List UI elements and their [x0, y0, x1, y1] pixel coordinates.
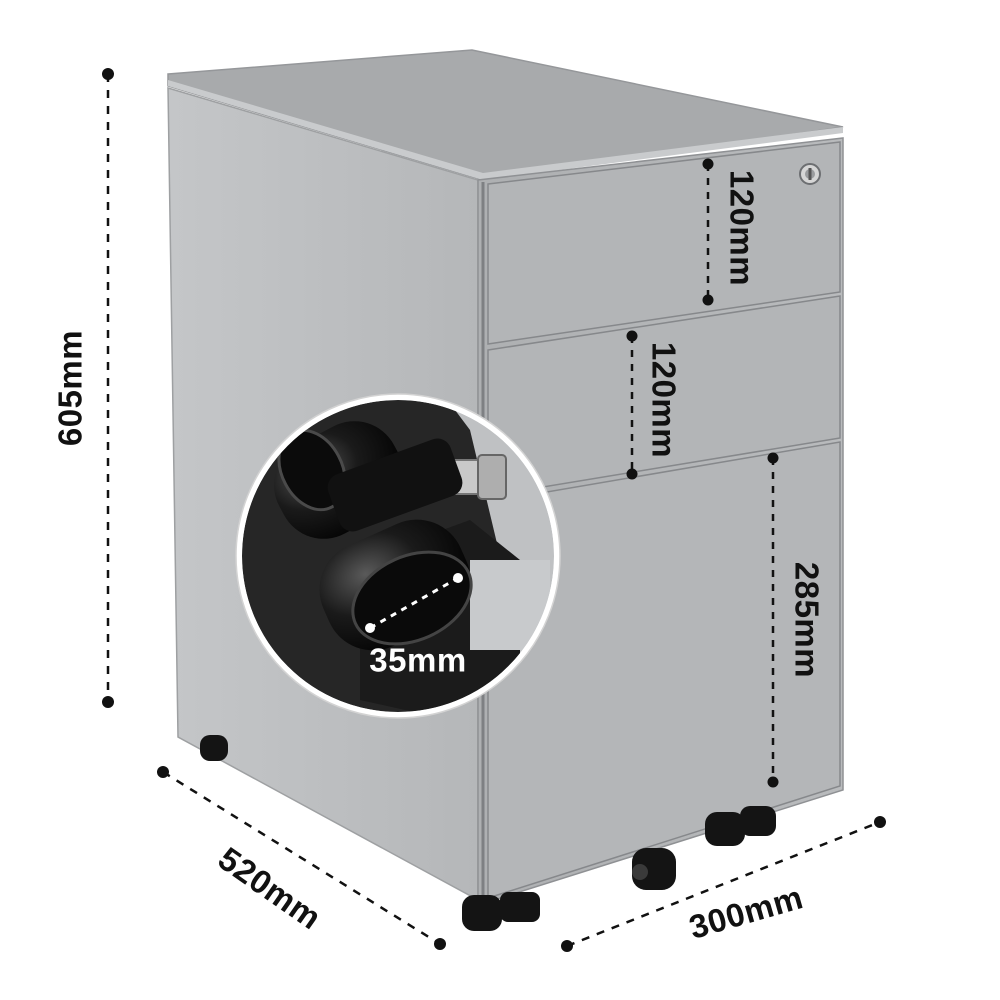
- drawer-middle-height-label: 120mm: [645, 341, 683, 459]
- drawer-bottom-height-label: 285mm: [788, 561, 826, 679]
- dimension-lines: [102, 68, 886, 952]
- lock-icon: [799, 163, 821, 185]
- caster-wheel-label: 35mm: [369, 641, 467, 679]
- drawer-top-height-label: 120mm: [723, 169, 761, 287]
- caster-icon: [200, 735, 776, 931]
- drawer-top: [487, 141, 841, 345]
- drawer-bottom: [487, 441, 841, 900]
- height-label: 605mm: [51, 329, 89, 447]
- caster-detail-inset: [235, 393, 561, 719]
